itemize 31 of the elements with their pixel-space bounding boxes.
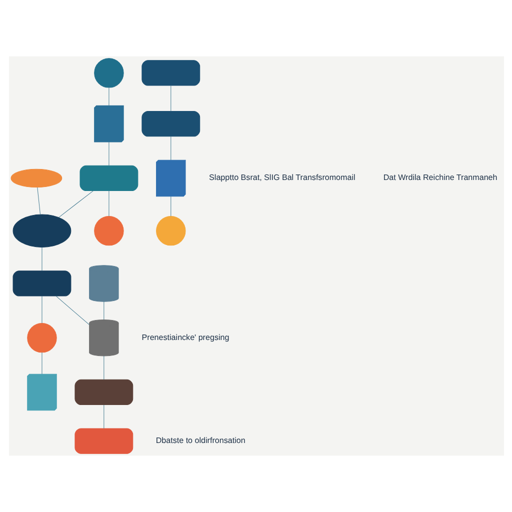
connector (41, 246, 42, 272)
connector (55, 296, 90, 325)
node-box (74, 379, 133, 406)
connector (108, 142, 109, 166)
connector (103, 356, 104, 380)
node-circle (94, 58, 124, 88)
connector (36, 187, 40, 215)
connector (103, 301, 104, 320)
node-circle (26, 322, 56, 353)
connector (170, 196, 171, 216)
node-box (79, 165, 138, 192)
connector (108, 87, 109, 106)
connector (108, 190, 109, 216)
connector (41, 352, 42, 374)
connector (103, 404, 104, 429)
connector (58, 190, 93, 218)
node-cloud (10, 168, 62, 188)
node-box (141, 60, 200, 86)
node-ellipse (12, 214, 71, 248)
label: Prenestiaincke' pregsing (141, 332, 229, 342)
connector (41, 296, 42, 324)
node-circle (156, 216, 186, 246)
label: Dbatste to oldirfronsation (155, 436, 245, 445)
node-box (141, 110, 200, 137)
node-box (12, 270, 71, 296)
node-box (74, 428, 133, 454)
label: Dat Wrdila Reichine Tranmaneh (382, 173, 497, 182)
connector (170, 136, 171, 160)
node-circle (94, 216, 124, 246)
label: Slapptto Bsrat, SlIG Bal Transfsromomail (208, 173, 355, 182)
connector (170, 85, 171, 112)
